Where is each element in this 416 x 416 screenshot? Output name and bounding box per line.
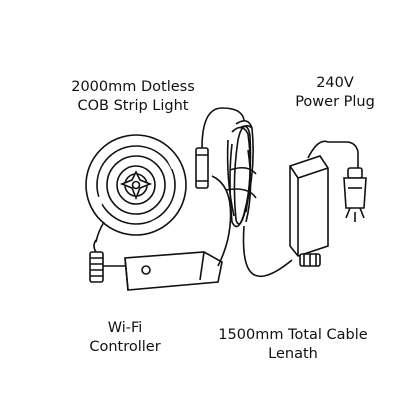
led-strip-reel-icon: [85, 134, 187, 243]
coiled-cable-icon: [225, 120, 293, 278]
controller-label: Wi-Fi Controller: [70, 319, 180, 357]
power-plug-label: 240V Power Plug: [280, 74, 390, 112]
cable-length-label-line1: 1500mm Total Cable: [218, 327, 368, 343]
wifi-controller-icon: [89, 239, 223, 291]
cable-length-label: 1500mm Total Cable Lenath: [198, 326, 388, 364]
au-plug-icon: [343, 167, 367, 222]
power-plug-label-line1: 240V: [316, 75, 354, 91]
controller-label-line1: Wi-Fi: [107, 320, 143, 336]
power-plug-label-line2: Power Plug: [295, 94, 375, 110]
strip-light-label-line2: COB Strip Light: [77, 98, 189, 114]
strip-connector: [195, 107, 245, 267]
power-adapter-icon: [289, 140, 359, 267]
strip-light-label: 2000mm Dotless COB Strip Light: [54, 78, 212, 116]
controller-label-line2: Controller: [89, 339, 161, 355]
strip-light-label-line1: 2000mm Dotless: [71, 79, 195, 95]
cable-length-label-line2: Lenath: [268, 346, 318, 362]
